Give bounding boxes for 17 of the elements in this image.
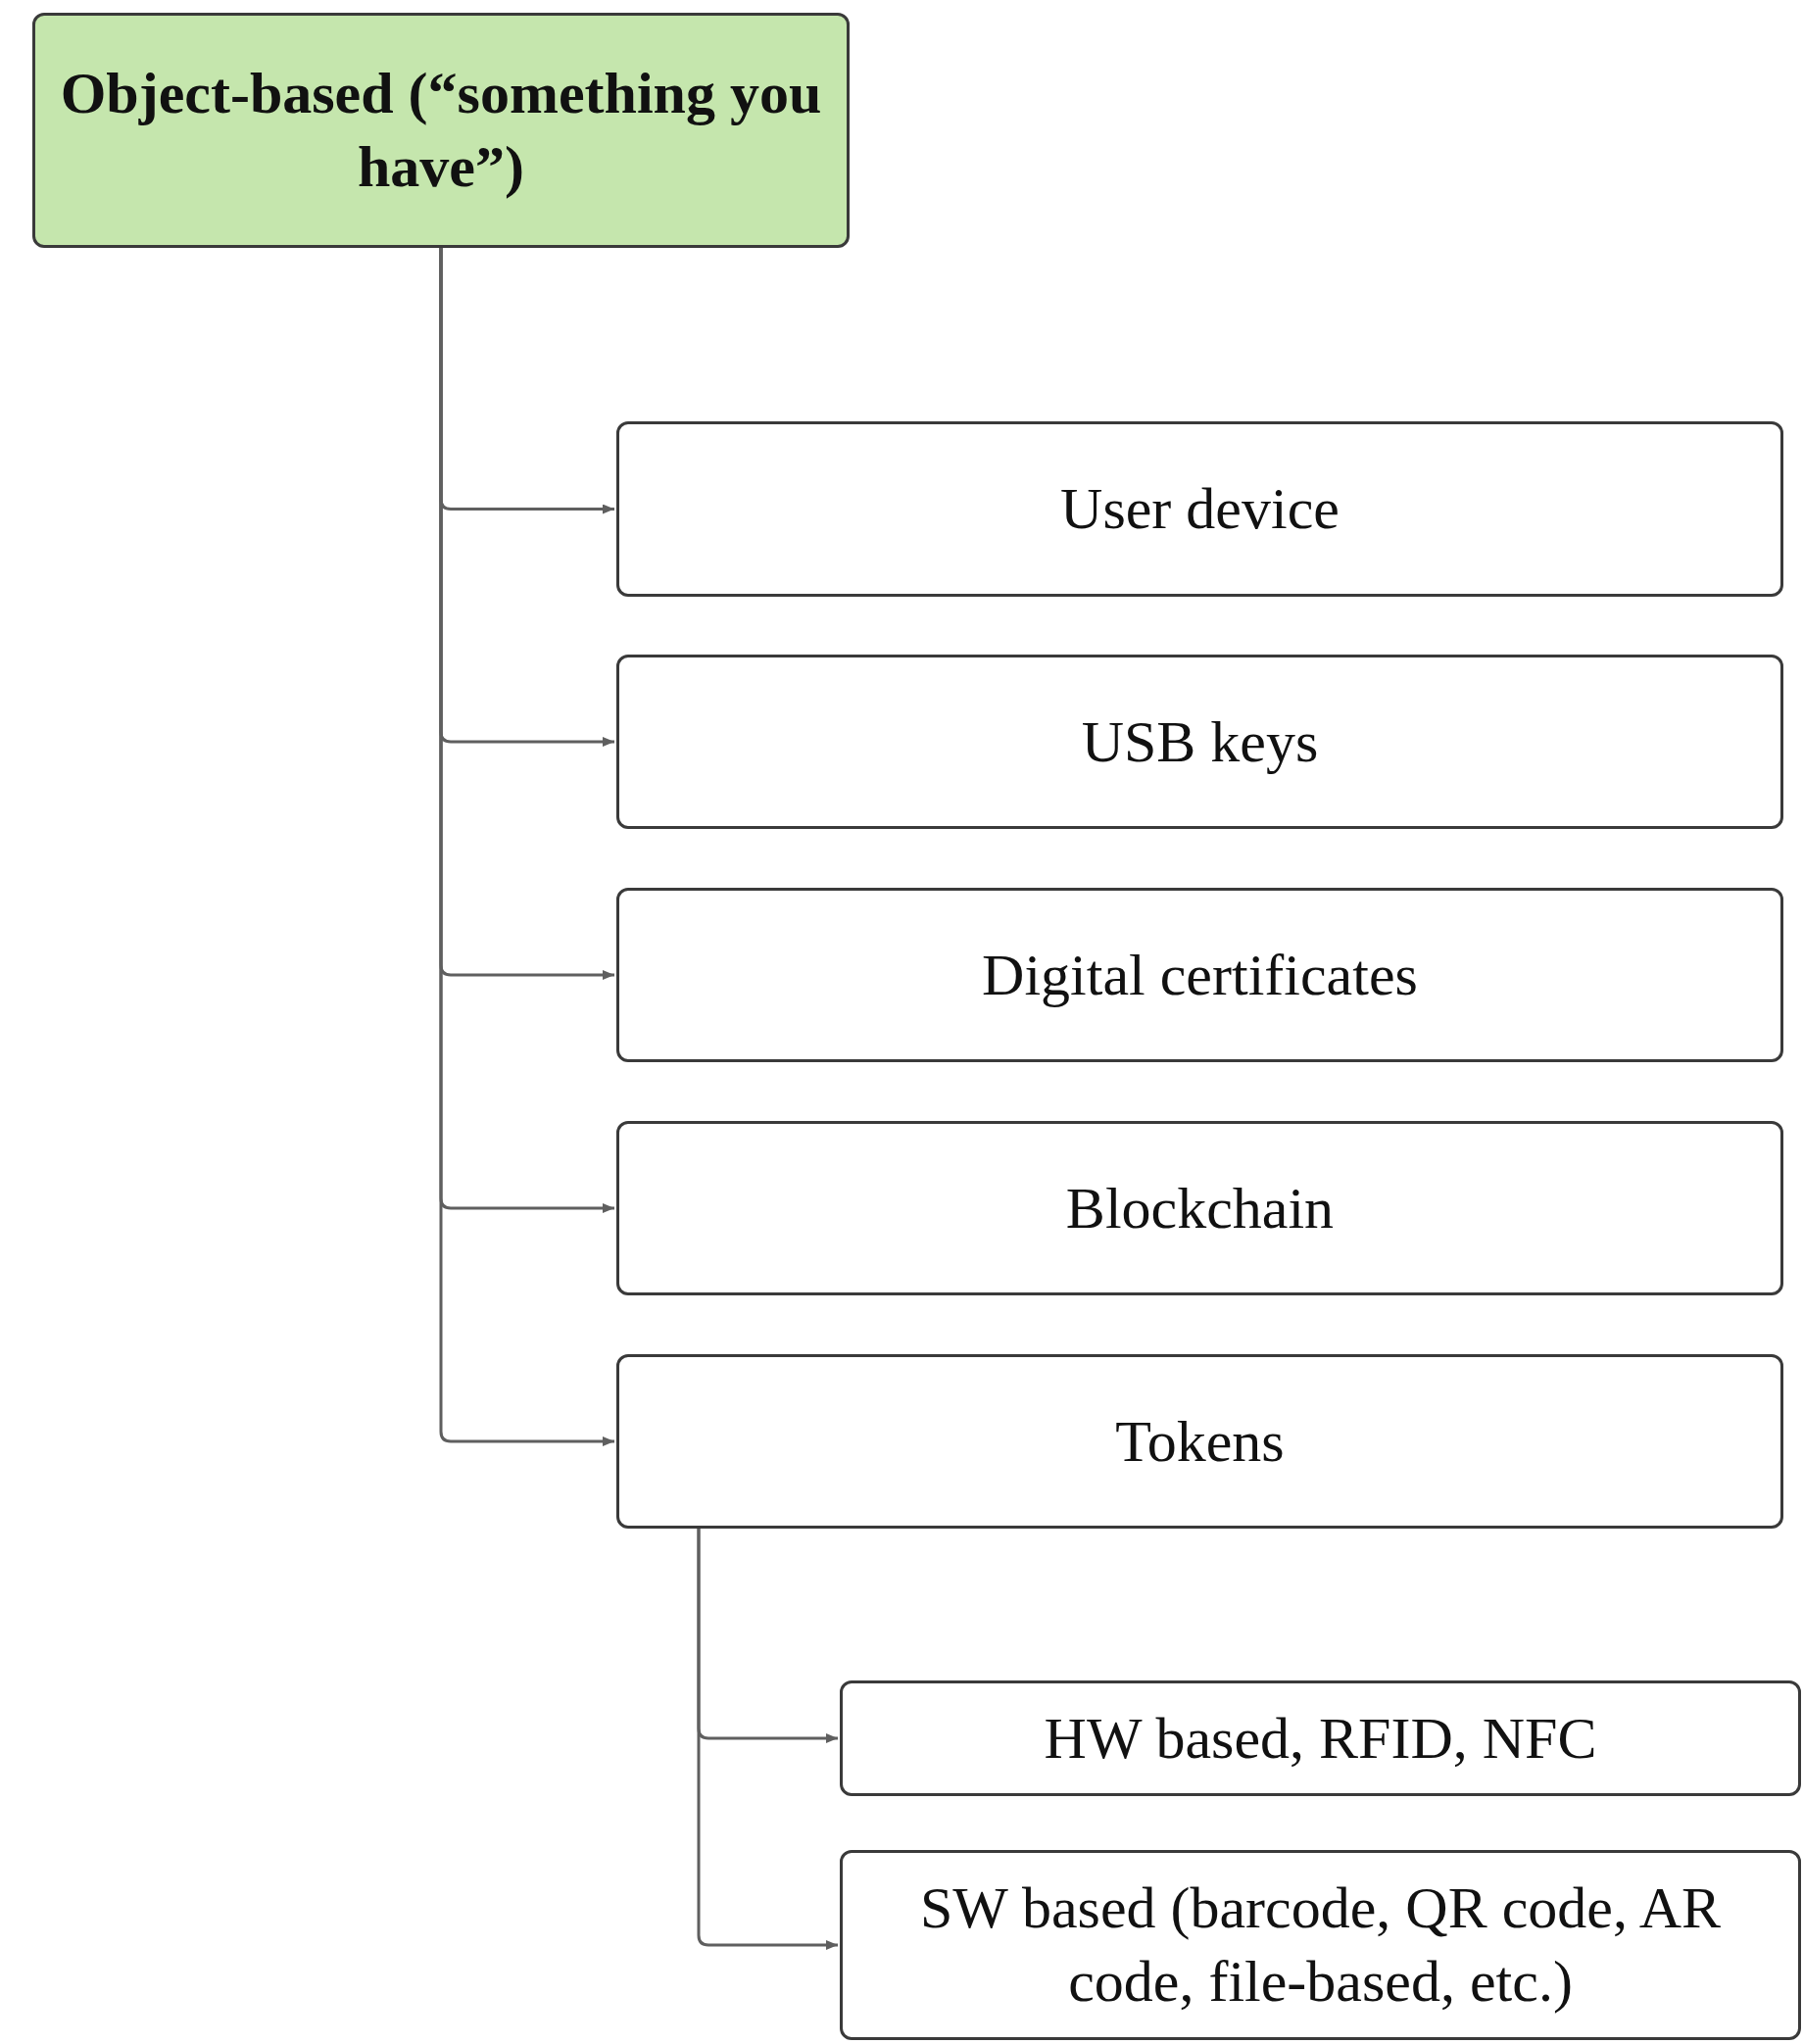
item-label: Digital certificates: [982, 941, 1418, 1009]
item-label: USB keys: [1081, 707, 1319, 776]
connector-arrow: [697, 1529, 838, 1950]
item-box: [616, 888, 1783, 1062]
item-box: [616, 655, 1783, 829]
item-box: [616, 1354, 1783, 1529]
item-label: Tokens: [1115, 1407, 1285, 1476]
category-box: [32, 13, 850, 248]
item-label: Blockchain: [1065, 1174, 1335, 1242]
category-title: Object-based (“something you have”): [59, 60, 823, 201]
item-label: HW based, RFID, NFC: [1044, 1704, 1597, 1773]
item-box: [840, 1680, 1801, 1796]
item-box: [616, 1121, 1783, 1295]
item-box: [840, 1850, 1801, 2040]
item-box: [616, 421, 1783, 597]
item-label: SW based (barcode, QR code, AR code, file-based, etc.): [919, 1874, 1722, 2016]
item-label: User device: [1060, 475, 1340, 543]
